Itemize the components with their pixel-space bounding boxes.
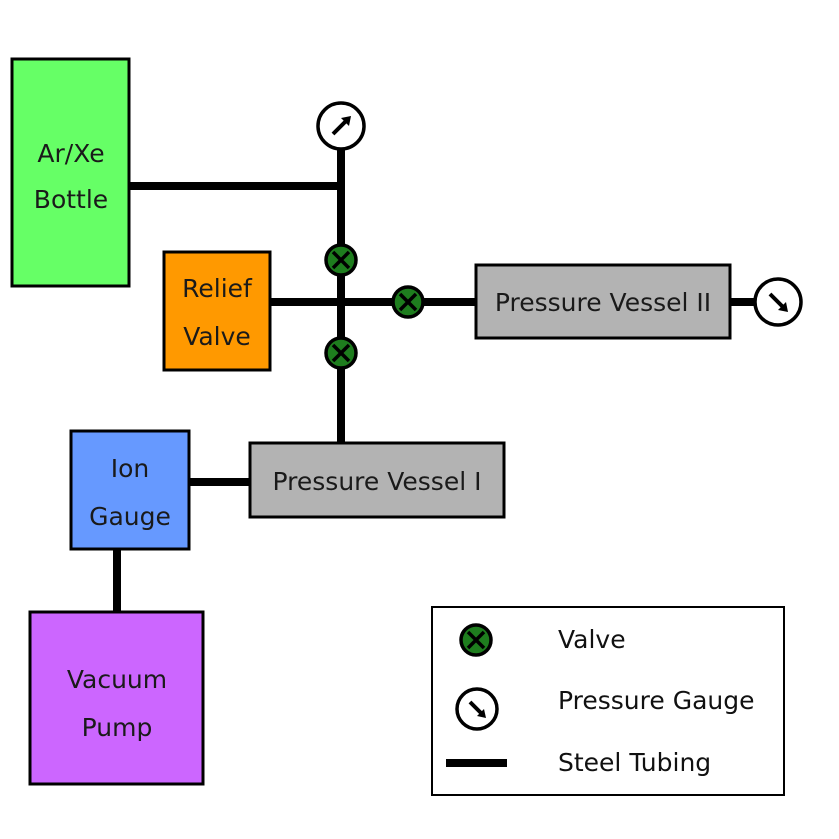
vacuum-pump: Vacuum Pump	[28, 610, 205, 786]
ion-label-line1: Ion	[111, 454, 150, 483]
legend: Valve Pressure Gauge Steel Tubing	[431, 606, 785, 796]
valve-icon	[324, 336, 358, 370]
pump-label-line2: Pump	[82, 713, 153, 742]
pump-label-line1: Vacuum	[67, 665, 167, 694]
ion-gauge: Ion Gauge	[69, 429, 191, 551]
vessel1-label: Pressure Vessel I	[273, 467, 482, 496]
valve-icon	[391, 285, 425, 319]
ion-label-line2: Gauge	[89, 502, 171, 531]
pressure-vessel-1: Pressure Vessel I	[248, 441, 506, 519]
ar-xe-bottle: Ar/Xe Bottle	[10, 57, 131, 288]
steel-tubing	[113, 146, 756, 612]
valve-icon	[324, 243, 358, 277]
pressure-gauge-icon	[753, 277, 803, 327]
relief-label-line2: Valve	[183, 322, 251, 351]
relief-label-line1: Relief	[182, 274, 253, 303]
bottle-label-line2: Bottle	[34, 185, 108, 214]
pressure-gauge-icon	[455, 687, 499, 731]
valve-icon	[459, 623, 493, 657]
bottle-label-line1: Ar/Xe	[37, 139, 104, 168]
pressure-vessel-2: Pressure Vessel II	[474, 263, 732, 340]
legend-valve-label: Valve	[558, 625, 626, 654]
pressure-gauge-icon	[316, 101, 366, 151]
legend-tubing-label: Steel Tubing	[558, 748, 711, 777]
legend-gauge-label: Pressure Gauge	[558, 686, 754, 715]
relief-valve: Relief Valve	[162, 250, 272, 372]
vessel2-label: Pressure Vessel II	[495, 288, 711, 317]
